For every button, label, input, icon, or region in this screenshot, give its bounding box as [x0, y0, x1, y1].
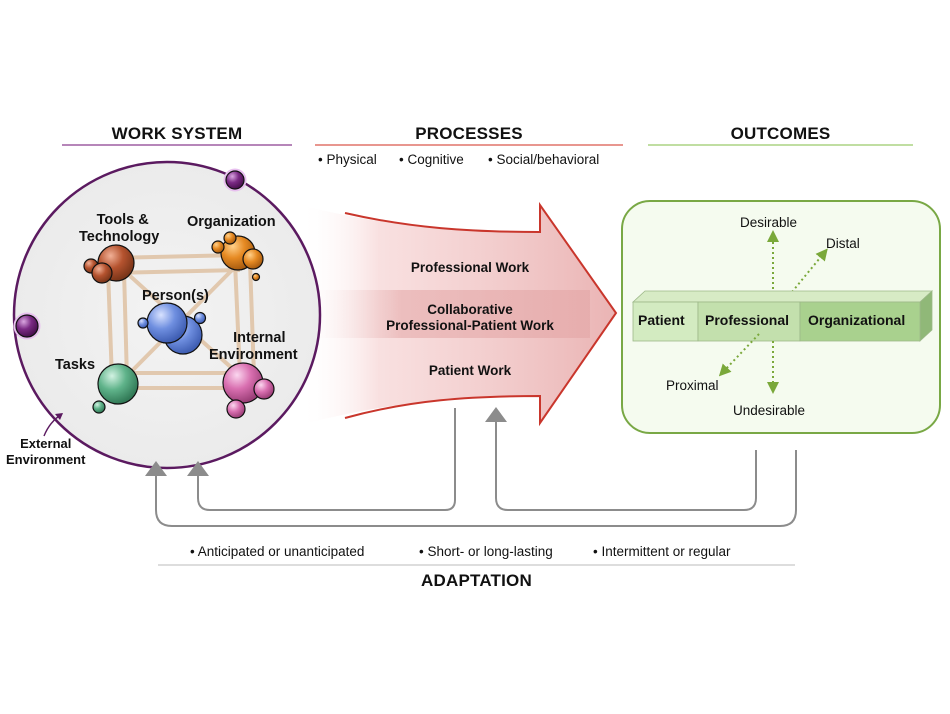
label-collab-line2: Professional-Patient Work [386, 318, 554, 333]
label-patient-work: Patient Work [428, 363, 512, 378]
label-persons: Person(s) [142, 288, 209, 304]
organization-spheres [211, 231, 264, 282]
label-internal-line1: Internal [233, 330, 286, 346]
label-organization: Organization [187, 214, 276, 230]
adaptation-type-frequency: • Intermittent or regular [593, 544, 731, 559]
persons-spheres [137, 302, 207, 355]
label-tasks: Tasks [55, 357, 96, 373]
feedback-arrows [155, 408, 797, 527]
label-internal-line2: Environment [209, 347, 298, 363]
label-external-line1: External [20, 436, 72, 451]
label-desirable: Desirable [740, 215, 798, 230]
label-tools-line1: Tools & [96, 212, 149, 228]
label-distal: Distal [826, 236, 860, 251]
internal-env-spheres [222, 362, 275, 419]
process-type-cognitive: • Cognitive [399, 152, 464, 167]
distal-axis [791, 248, 828, 293]
label-external-environment: External Environment [6, 436, 85, 468]
adaptation-type-anticipated: • Anticipated or unanticipated [190, 544, 365, 559]
label-collaborative-work: Collaborative Professional-Patient Work [350, 302, 590, 334]
process-type-social: • Social/behavioral [488, 152, 600, 167]
label-professional-work: Professional Work [410, 260, 530, 275]
level-organizational: Organizational [808, 312, 906, 328]
work-system-header: WORK SYSTEM [111, 124, 243, 143]
external-env-pointer-head [55, 413, 63, 420]
label-tools-technology: Tools & Technology [79, 212, 159, 246]
adaptation-type-duration: • Short- or long-lasting [419, 544, 553, 559]
label-proximal: Proximal [666, 378, 719, 393]
external-spheres [13, 168, 247, 340]
tasks-spheres [92, 363, 139, 414]
processes-header: PROCESSES [415, 124, 523, 143]
processes-arrow-outline [344, 201, 618, 427]
outcome-levels-bar [631, 290, 934, 342]
outcomes-header: OUTCOMES [730, 124, 831, 143]
level-patient: Patient [638, 312, 685, 328]
level-professional: Professional [705, 312, 790, 328]
processes-collab-band [300, 290, 590, 338]
label-internal-environment: Internal Environment [209, 330, 298, 364]
tools-spheres [83, 244, 135, 284]
label-collab-line1: Collaborative [427, 302, 513, 317]
label-tools-line2: Technology [79, 229, 160, 245]
process-type-physical: • Physical [318, 152, 377, 167]
adaptation-header: ADAPTATION [421, 571, 532, 590]
label-undesirable: Undesirable [733, 403, 806, 418]
feedback-arrowheads [145, 407, 507, 476]
label-external-line2: Environment [6, 452, 86, 467]
proximal-axis [718, 333, 760, 377]
